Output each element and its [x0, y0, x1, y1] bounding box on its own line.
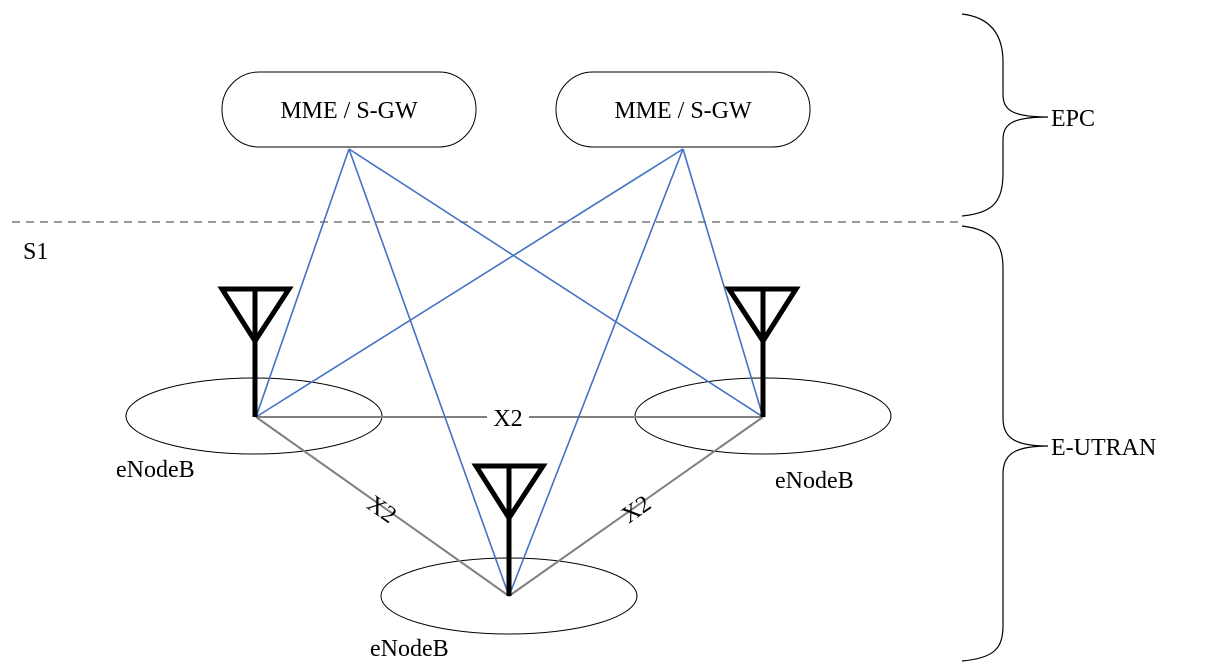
epc-brace [961, 13, 1049, 217]
x2-link-left-bottom [255, 416, 510, 597]
antenna-left-icon [217, 286, 294, 417]
x2-top-label-bg [487, 403, 529, 431]
s1-link-mme2-right [682, 148, 764, 418]
antenna-bottom-icon [471, 463, 548, 596]
enodeb-left-label: eNodeB [116, 457, 195, 483]
enodeb-bottom-label: eNodeB [370, 636, 449, 662]
s1-link-mme1-bottom [348, 148, 510, 597]
x2-label-top: X2 [493, 406, 522, 432]
enodeb-right-label: eNodeB [775, 468, 854, 494]
epc-label: EPC [1051, 106, 1095, 132]
s1-link-mme2-left [255, 148, 684, 418]
s1-link-mme1-left [255, 148, 350, 418]
s1-link-mme1-right [348, 148, 764, 418]
s1-label: S1 [23, 239, 48, 265]
mme-sgw-node-1-label: MME / S-GW [280, 98, 418, 124]
antenna-right-icon [724, 286, 801, 417]
eutran-brace [961, 225, 1049, 662]
eutran-label: E-UTRAN [1051, 435, 1156, 461]
mme-sgw-node-1: MME / S-GW [221, 71, 477, 148]
s1-link-mme2-bottom [508, 148, 684, 597]
mme-sgw-node-2-label: MME / S-GW [614, 98, 752, 124]
x2-link-right-bottom [508, 416, 764, 597]
mme-sgw-node-2: MME / S-GW [555, 71, 811, 148]
